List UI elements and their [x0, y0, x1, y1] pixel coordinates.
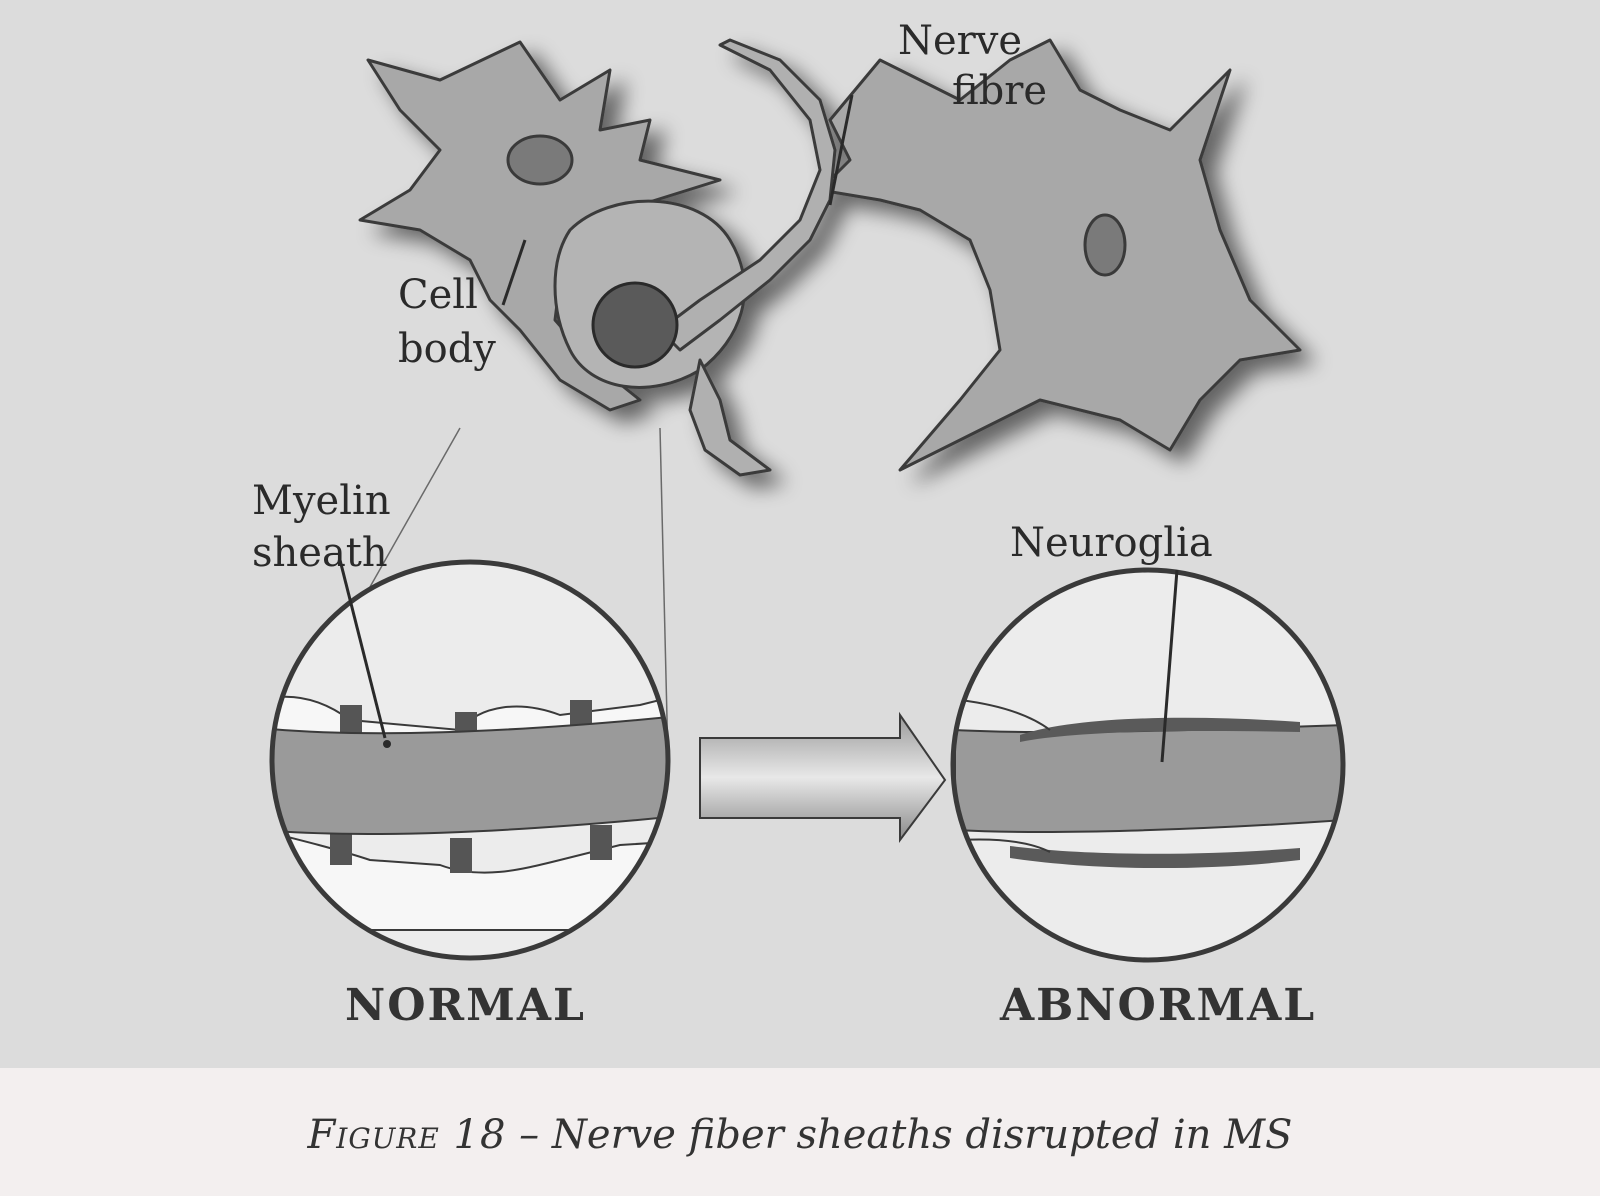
label-abnormal: ABNORMAL — [1000, 980, 1317, 1031]
caption-figure-number: Figure 18 — [307, 1112, 507, 1158]
label-nerve-fibre-1: Nerve — [898, 18, 1023, 64]
caption-dash: – — [506, 1112, 552, 1158]
abnormal-circle — [950, 567, 1346, 963]
neuron-right — [818, 38, 1302, 472]
label-myelin-1: Myelin — [252, 478, 391, 524]
figure-panel: Nerve fibre Cell body Myelin sheath Neur… — [0, 0, 1600, 1068]
nucleus-left — [506, 134, 574, 186]
caption-text: Nerve fiber sheaths disrupted in MS — [551, 1112, 1293, 1158]
nucleus-central — [591, 281, 679, 369]
leader-myelin — [338, 559, 387, 739]
leader-neuroglia — [1160, 569, 1179, 763]
label-cell-body-1: Cell — [398, 272, 478, 318]
label-normal: NORMAL — [345, 980, 586, 1031]
normal-circle — [269, 559, 671, 961]
transition-arrow — [699, 711, 947, 843]
nucleus-right — [1083, 213, 1127, 277]
zoom-line-right — [659, 427, 669, 761]
label-myelin-2: sheath — [252, 530, 388, 576]
leader-nerve-fibre — [828, 94, 854, 206]
leader-cell-body — [501, 239, 527, 306]
fibre-lower — [688, 358, 772, 477]
figure-caption: Figure 18 – Nerve fiber sheaths disrupte… — [0, 1112, 1600, 1158]
label-neuroglia: Neuroglia — [1010, 520, 1213, 566]
figure-diagram — [269, 38, 1346, 963]
label-cell-body-2: body — [398, 326, 496, 372]
label-nerve-fibre-2: fibre — [952, 68, 1048, 114]
